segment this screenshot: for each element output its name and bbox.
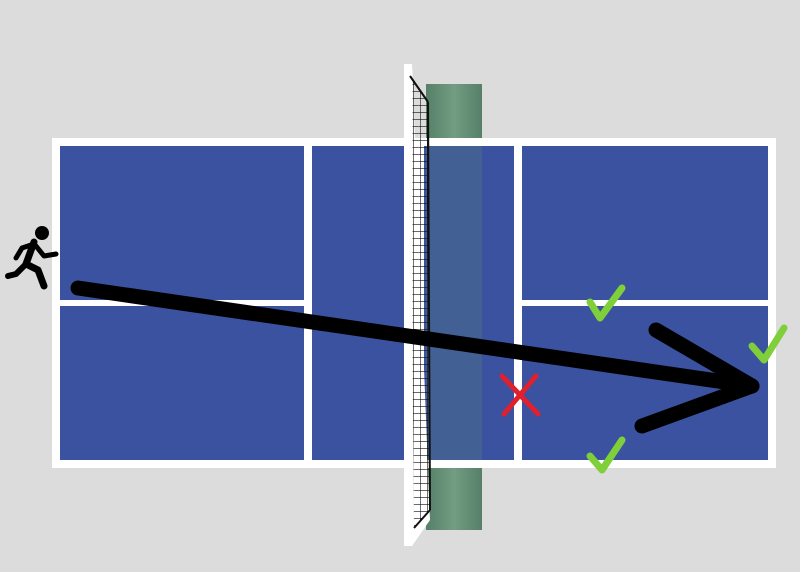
x-mark-icon: [499, 373, 541, 417]
check-mark-icon: [748, 324, 788, 364]
court-right-kitchen: [424, 146, 514, 460]
court-right-back-top: [522, 146, 768, 300]
court-left-back-bottom: [60, 306, 304, 460]
net: [404, 64, 431, 546]
court-left-kitchen: [312, 146, 408, 460]
net-post-overlay: [426, 146, 482, 460]
check-mark-icon: [586, 284, 626, 322]
arrow-icon: [70, 280, 760, 434]
court-left-back-top: [60, 146, 304, 300]
running-person-icon: [5, 226, 59, 290]
check-mark-icon: [586, 436, 626, 474]
